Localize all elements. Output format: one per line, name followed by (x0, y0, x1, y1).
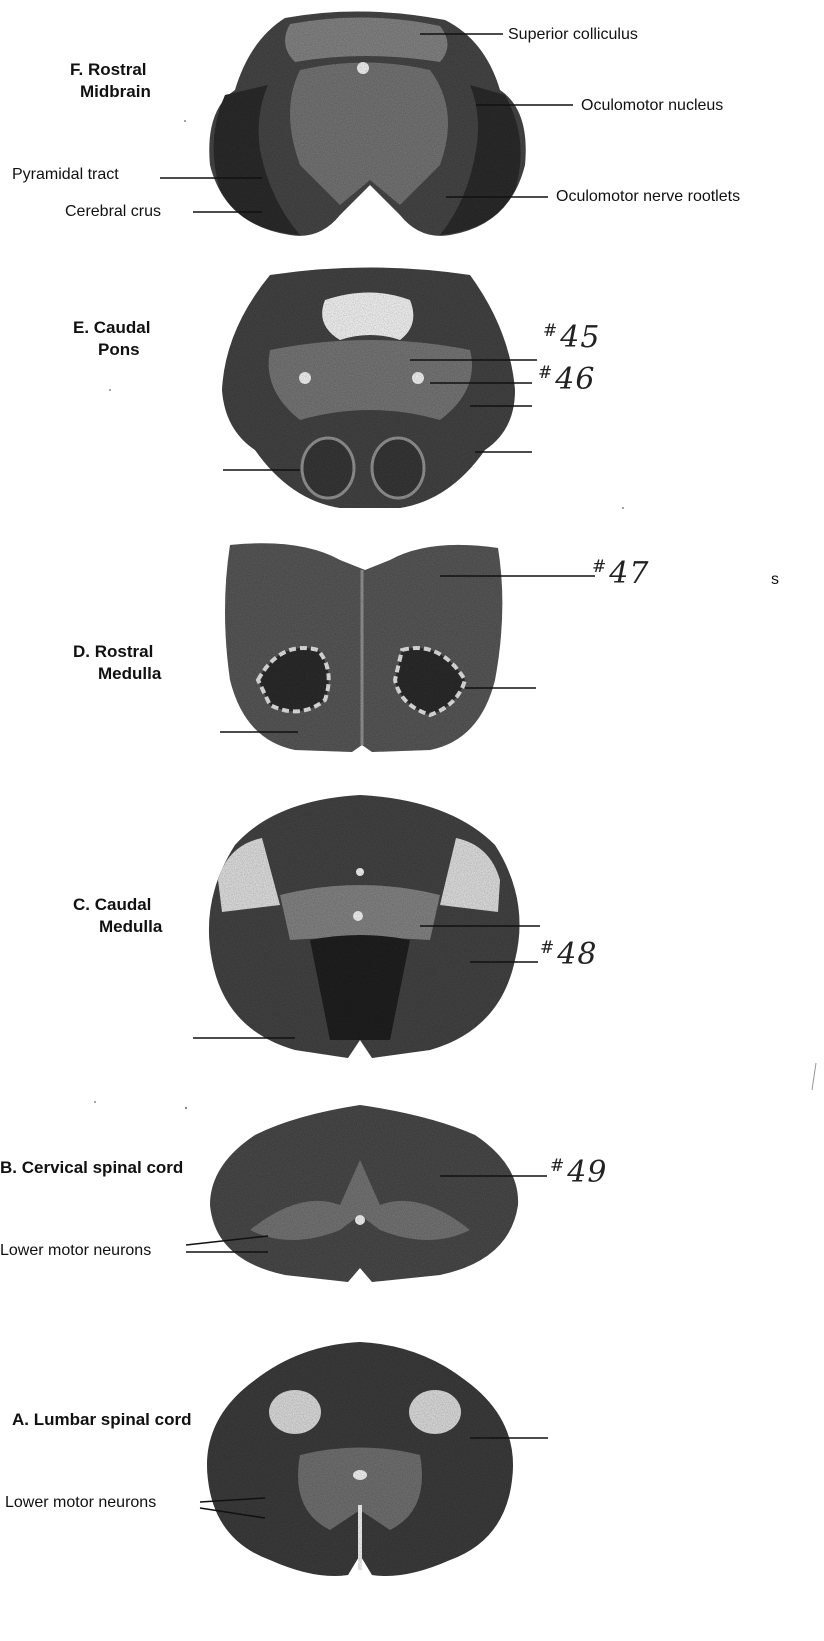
handwritten-46-number: 46 (555, 362, 595, 397)
edge-mark (812, 1063, 816, 1090)
label-pyramidal-tract: Pyramidal tract (12, 166, 119, 184)
handwritten-47-number: 47 (609, 556, 649, 591)
section-title-f-line1: F. Rostral (70, 60, 147, 80)
fourth-ventricle (322, 293, 413, 341)
handwritten-49: #49 (550, 1155, 607, 1190)
speck (622, 507, 624, 509)
handwritten-48-number: 48 (557, 937, 597, 972)
speck (185, 1107, 187, 1109)
section-title-d-line2: Medulla (98, 664, 161, 684)
central-canal-c (353, 911, 363, 921)
central-canal-a (353, 1470, 367, 1480)
section-e-caudal-pons (222, 268, 515, 509)
lumbar-pale-right (409, 1390, 461, 1434)
pons-spot-right (412, 372, 424, 384)
section-title-d-line1: D. Rostral (73, 642, 153, 662)
handwritten-49-number: 49 (567, 1155, 607, 1190)
speck (109, 389, 111, 391)
hash-mark: # (550, 1156, 565, 1176)
section-title-f-line2: Midbrain (80, 82, 151, 102)
section-title-c-line2: Medulla (99, 917, 162, 937)
label-superior-colliculus: Superior colliculus (508, 26, 638, 44)
handwritten-47: #47 (592, 556, 649, 591)
stray-letter: s (771, 571, 779, 589)
section-f-rostral-midbrain (209, 11, 525, 235)
hash-mark: # (540, 938, 555, 958)
handwritten-48: #48 (540, 937, 597, 972)
handwritten-46: #46 (538, 362, 595, 397)
section-a-lumbar-cord (207, 1342, 513, 1576)
label-lower-motor-neurons-b: Lower motor neurons (0, 1242, 151, 1260)
hash-mark: # (592, 557, 607, 577)
label-oculomotor-nucleus: Oculomotor nucleus (581, 97, 723, 115)
section-title-a: A. Lumbar spinal cord (12, 1410, 191, 1430)
label-cerebral-crus: Cerebral crus (65, 203, 161, 221)
section-title-c-line1: C. Caudal (73, 895, 151, 915)
posterior-spot-c (356, 868, 364, 876)
speck (94, 1101, 96, 1103)
superior-colliculus-region (285, 17, 447, 62)
pyramid-right (372, 438, 424, 498)
pyramid-left (302, 438, 354, 498)
pons-spot-left (299, 372, 311, 384)
hash-mark: # (543, 321, 558, 341)
section-title-e-line2: Pons (98, 340, 140, 360)
section-title-b: B. Cervical spinal cord (0, 1158, 183, 1178)
hash-mark: # (538, 363, 553, 383)
label-lower-motor-neurons-a: Lower motor neurons (5, 1494, 156, 1512)
handwritten-45-number: 45 (560, 320, 600, 355)
central-canal-b (355, 1215, 365, 1225)
pontine-tegmentum (269, 340, 472, 420)
cerebral-aqueduct (357, 62, 369, 74)
label-oculomotor-nerve-rootlets: Oculomotor nerve rootlets (556, 188, 740, 206)
rostral-medulla-outline (225, 543, 502, 752)
section-d-rostral-medulla (225, 543, 502, 752)
handwritten-45: #45 (543, 320, 600, 355)
speck (184, 120, 186, 122)
leader-lines (160, 34, 595, 1518)
lumbar-pale-left (269, 1390, 321, 1434)
section-b-cervical-cord (210, 1105, 518, 1282)
section-title-e-line1: E. Caudal (73, 318, 150, 338)
